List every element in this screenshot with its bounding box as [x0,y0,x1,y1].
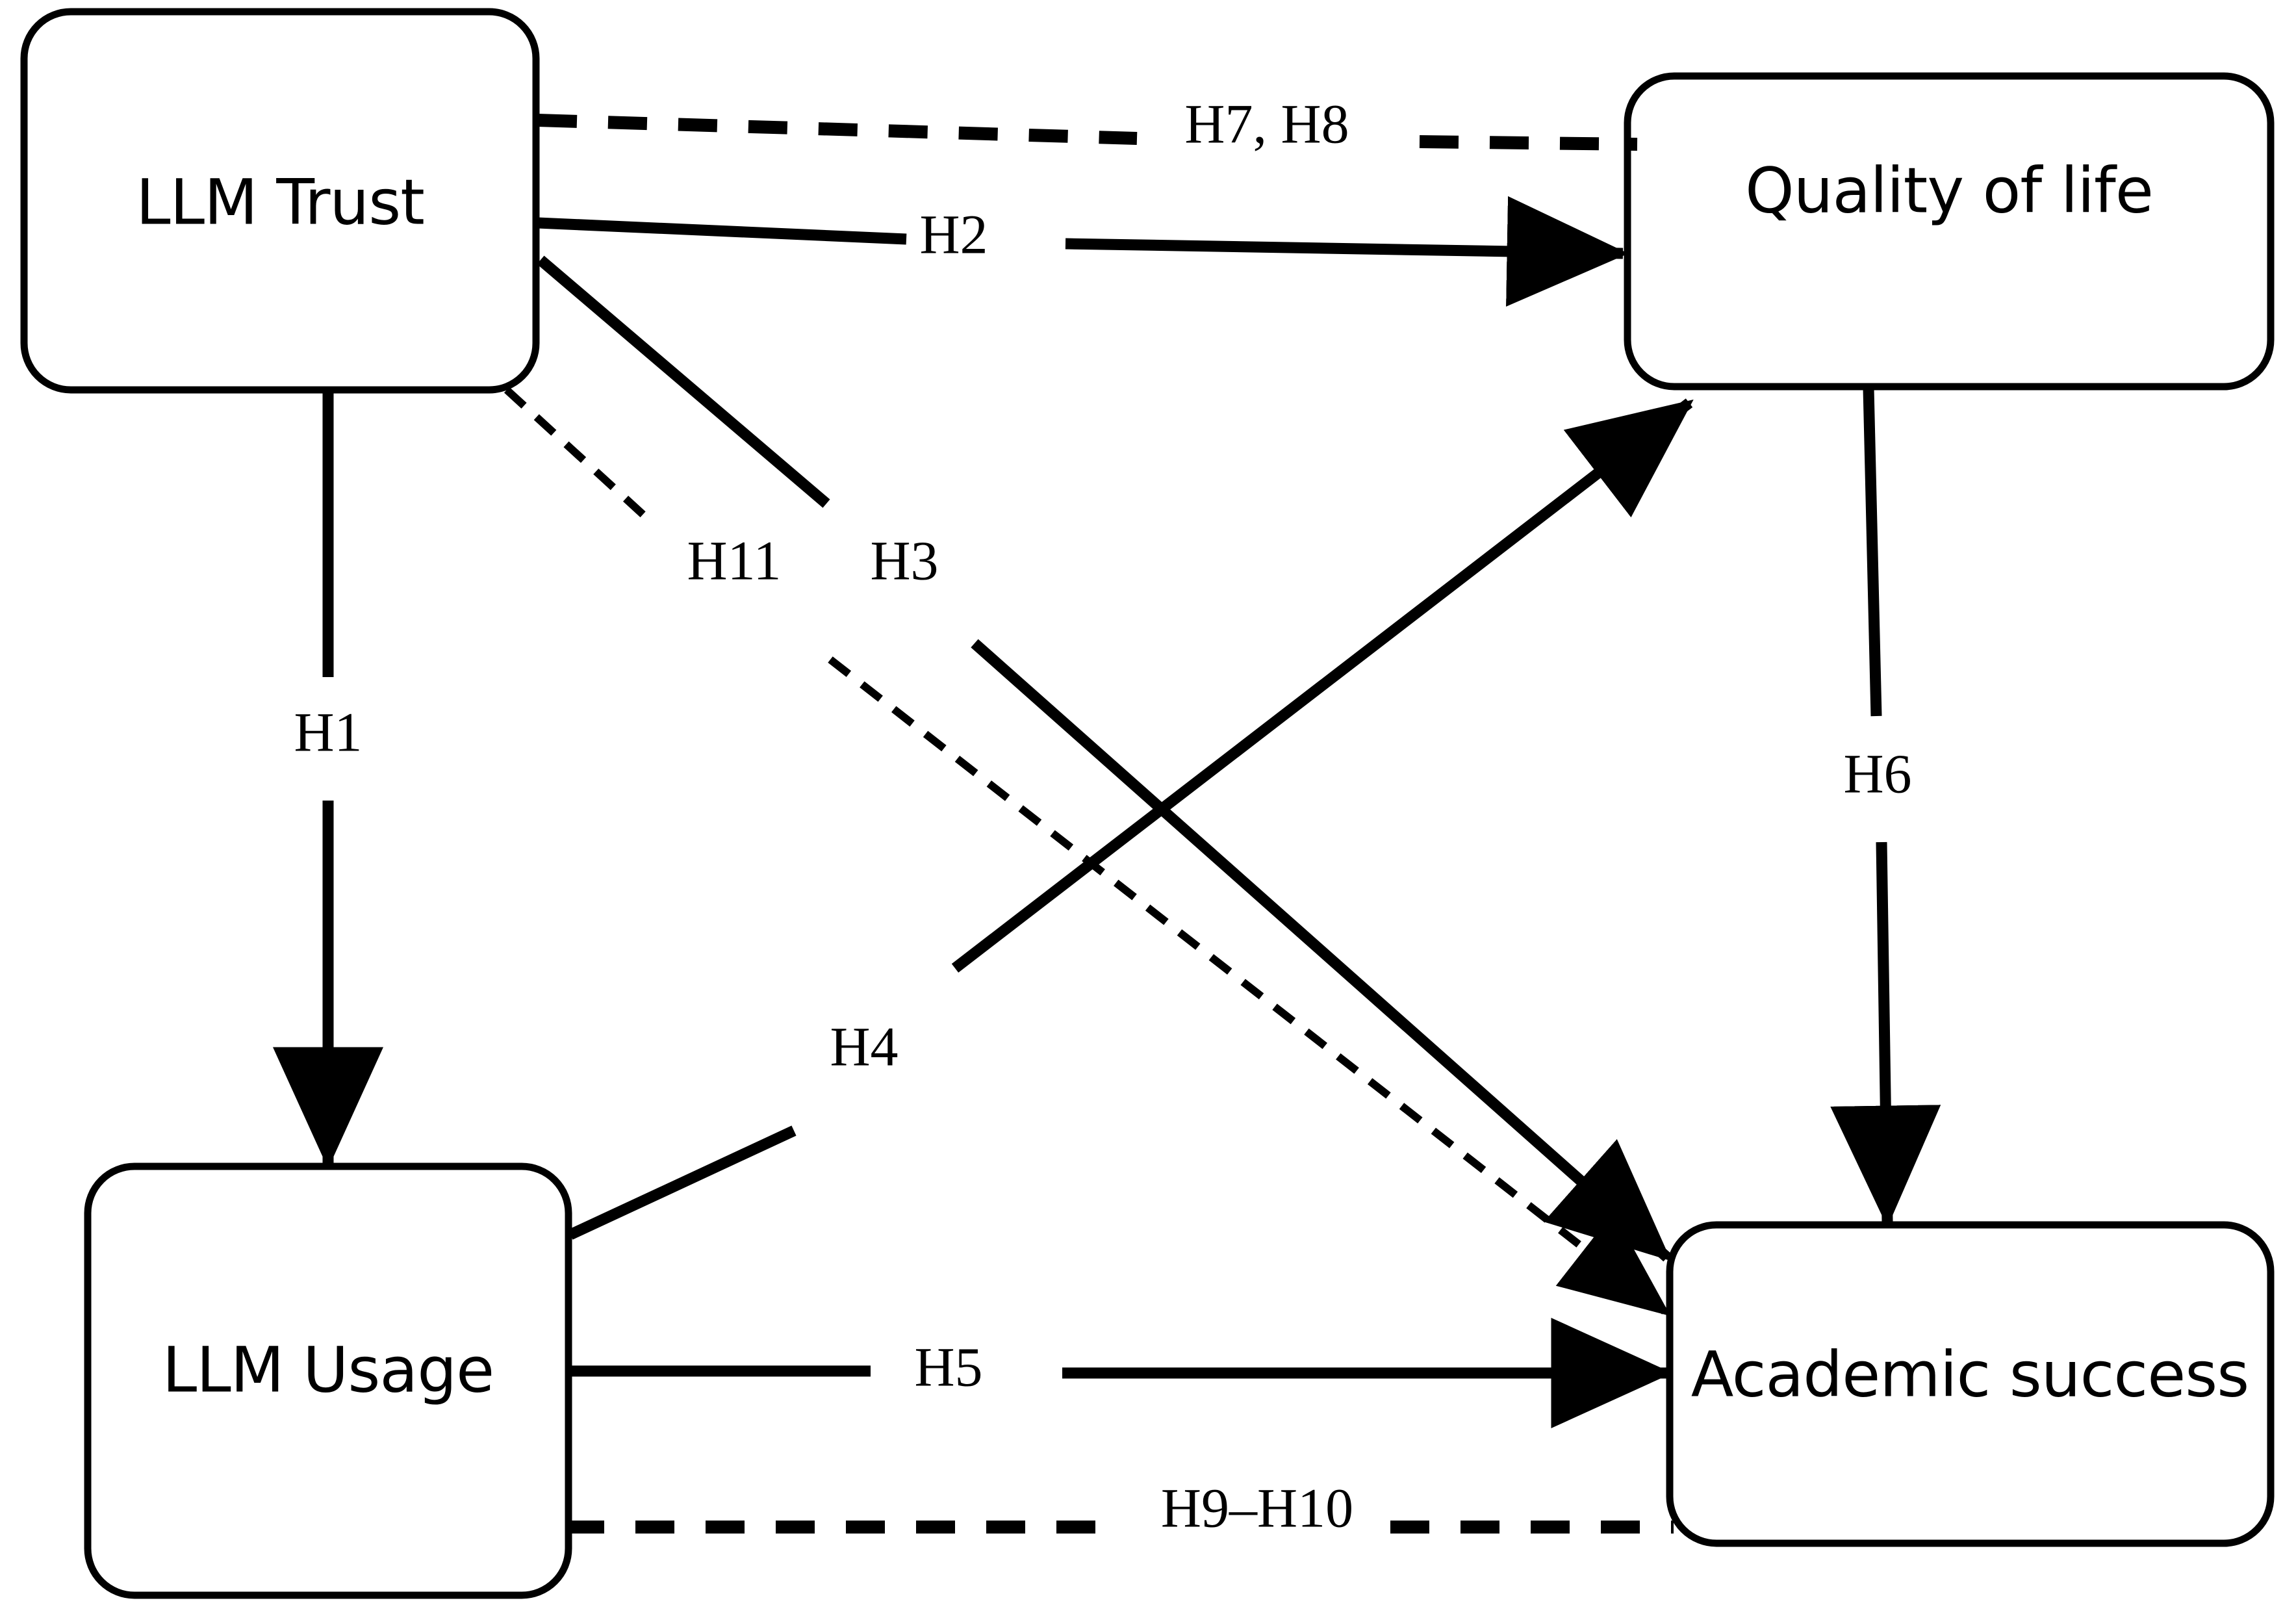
edge-h1[interactable]: H1 [273,391,383,1169]
edge-h4[interactable]: H4 [568,398,1694,1240]
edge-h2-segment-left [537,217,907,245]
edge-h7h8-segment-right [1419,135,1638,151]
edge-label-h3: H3 [870,530,938,592]
node-label-quality-of-life: Quality of life [1745,154,2153,227]
node-label-academic-success: Academic success [1691,1338,2249,1411]
edge-h3-segment-lower [971,639,1672,1262]
edge-h4-segment-lower [568,1125,797,1240]
edge-h2-segment-right [1065,196,1629,307]
edge-h7h8[interactable]: H7, H8 [537,93,1638,155]
edge-h4-segment-upper [951,398,1694,973]
node-label-llm-trust: LLM Trust [136,166,424,238]
edge-h2[interactable]: H2 [537,196,1629,307]
edge-h6[interactable]: H6 [1830,388,1941,1227]
edge-label-h2: H2 [919,203,988,266]
node-academic-success[interactable]: Academic success [1666,1221,2275,1547]
edge-h3-segment-upper [537,255,830,508]
edge-label-h1: H1 [294,701,362,764]
edge-label-h7h8: H7, H8 [1184,93,1349,155]
node-llm-trust[interactable]: LLM Trust [20,8,540,394]
edge-h11-segment-upper [504,387,646,518]
node-box-llm-trust [20,8,540,394]
edge-h9h10[interactable]: H9–H10 [565,1477,1674,1539]
edge-label-h5: H5 [914,1336,982,1398]
edge-label-h9h10: H9–H10 [1161,1477,1353,1539]
edge-h3[interactable]: H3 [537,255,1672,1262]
edge-h6-segment-lower [1830,841,1941,1227]
node-quality-of-life[interactable]: Quality of life [1624,72,2275,391]
node-llm-usage[interactable]: LLM Usage [84,1162,572,1599]
edge-h7h8-segment-left [537,114,1138,145]
edge-h6-segment-upper [1863,388,1882,717]
edge-label-h6: H6 [1843,743,1911,805]
edge-h5[interactable]: H5 [570,1318,1673,1428]
node-box-quality-of-life [1624,72,2275,391]
edge-label-h11: H11 [687,530,782,592]
node-label-llm-usage: LLM Usage [162,1333,494,1406]
edge-h11[interactable]: H11 [504,387,1671,1316]
edge-label-h4: H4 [830,1016,898,1078]
edge-h11-segment-lower [828,656,1671,1316]
